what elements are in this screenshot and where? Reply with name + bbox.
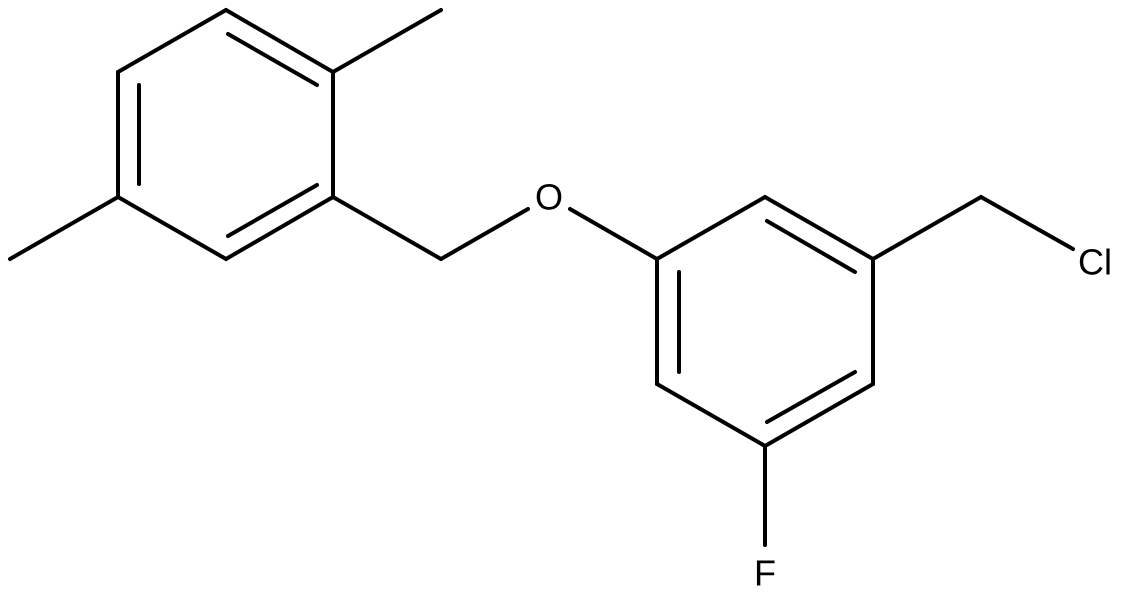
bond	[765, 219, 857, 274]
bond	[224, 195, 335, 261]
bond	[763, 382, 875, 448]
bond	[655, 195, 767, 261]
bond	[331, 195, 443, 261]
bond	[439, 207, 530, 261]
atom-label-fluorine: F	[754, 553, 776, 594]
bond-layer	[8, 8, 1075, 547]
bond	[331, 8, 443, 74]
bond	[765, 370, 857, 424]
bond	[226, 183, 319, 238]
bond	[568, 207, 659, 261]
bond	[116, 195, 228, 261]
bond	[871, 195, 983, 261]
bond	[226, 32, 319, 87]
bond	[224, 8, 335, 74]
bond	[763, 195, 875, 261]
bond	[979, 195, 1075, 251]
bond	[116, 8, 228, 74]
bond	[655, 382, 767, 448]
atom-label-layer: O Cl F	[535, 177, 1112, 594]
atom-label-chlorine: Cl	[1078, 242, 1112, 283]
atom-label-oxygen: O	[535, 177, 563, 218]
bond	[8, 195, 120, 261]
